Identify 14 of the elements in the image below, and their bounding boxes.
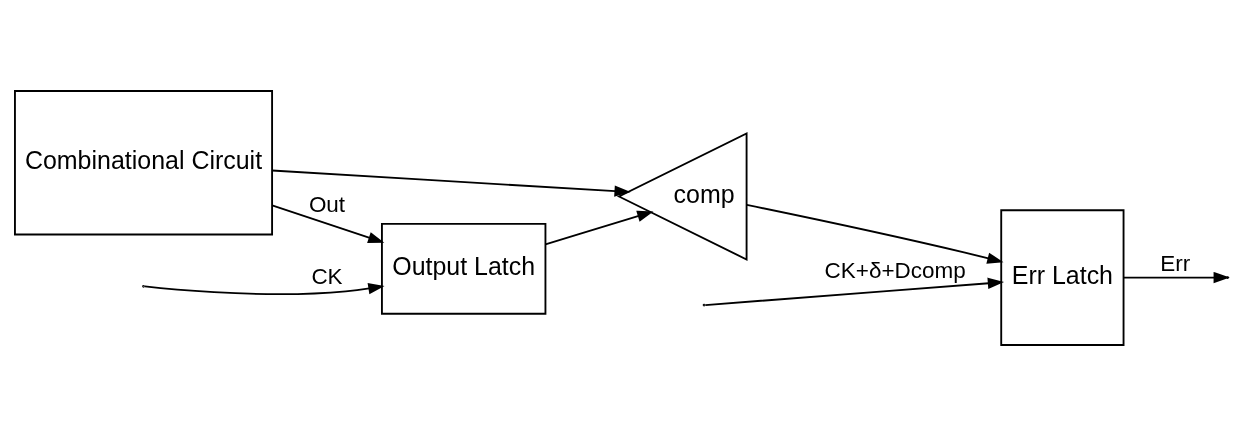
arrow xyxy=(143,282,385,296)
node-box: Combinational Circuit xyxy=(14,90,273,236)
arrow xyxy=(544,210,654,246)
arrow xyxy=(704,277,1005,306)
arrow xyxy=(271,169,631,197)
arrow xyxy=(1122,271,1230,284)
arrow xyxy=(271,204,385,244)
edge-label: CK xyxy=(311,264,343,290)
node-box: Err Latch xyxy=(1000,209,1125,346)
edge-label: CK+δ+Dcomp xyxy=(824,258,966,284)
edge-label: Out xyxy=(308,191,346,217)
edge-label: Err xyxy=(1160,250,1191,276)
arrow xyxy=(745,203,1004,264)
node-box: Output Latch xyxy=(381,223,547,315)
